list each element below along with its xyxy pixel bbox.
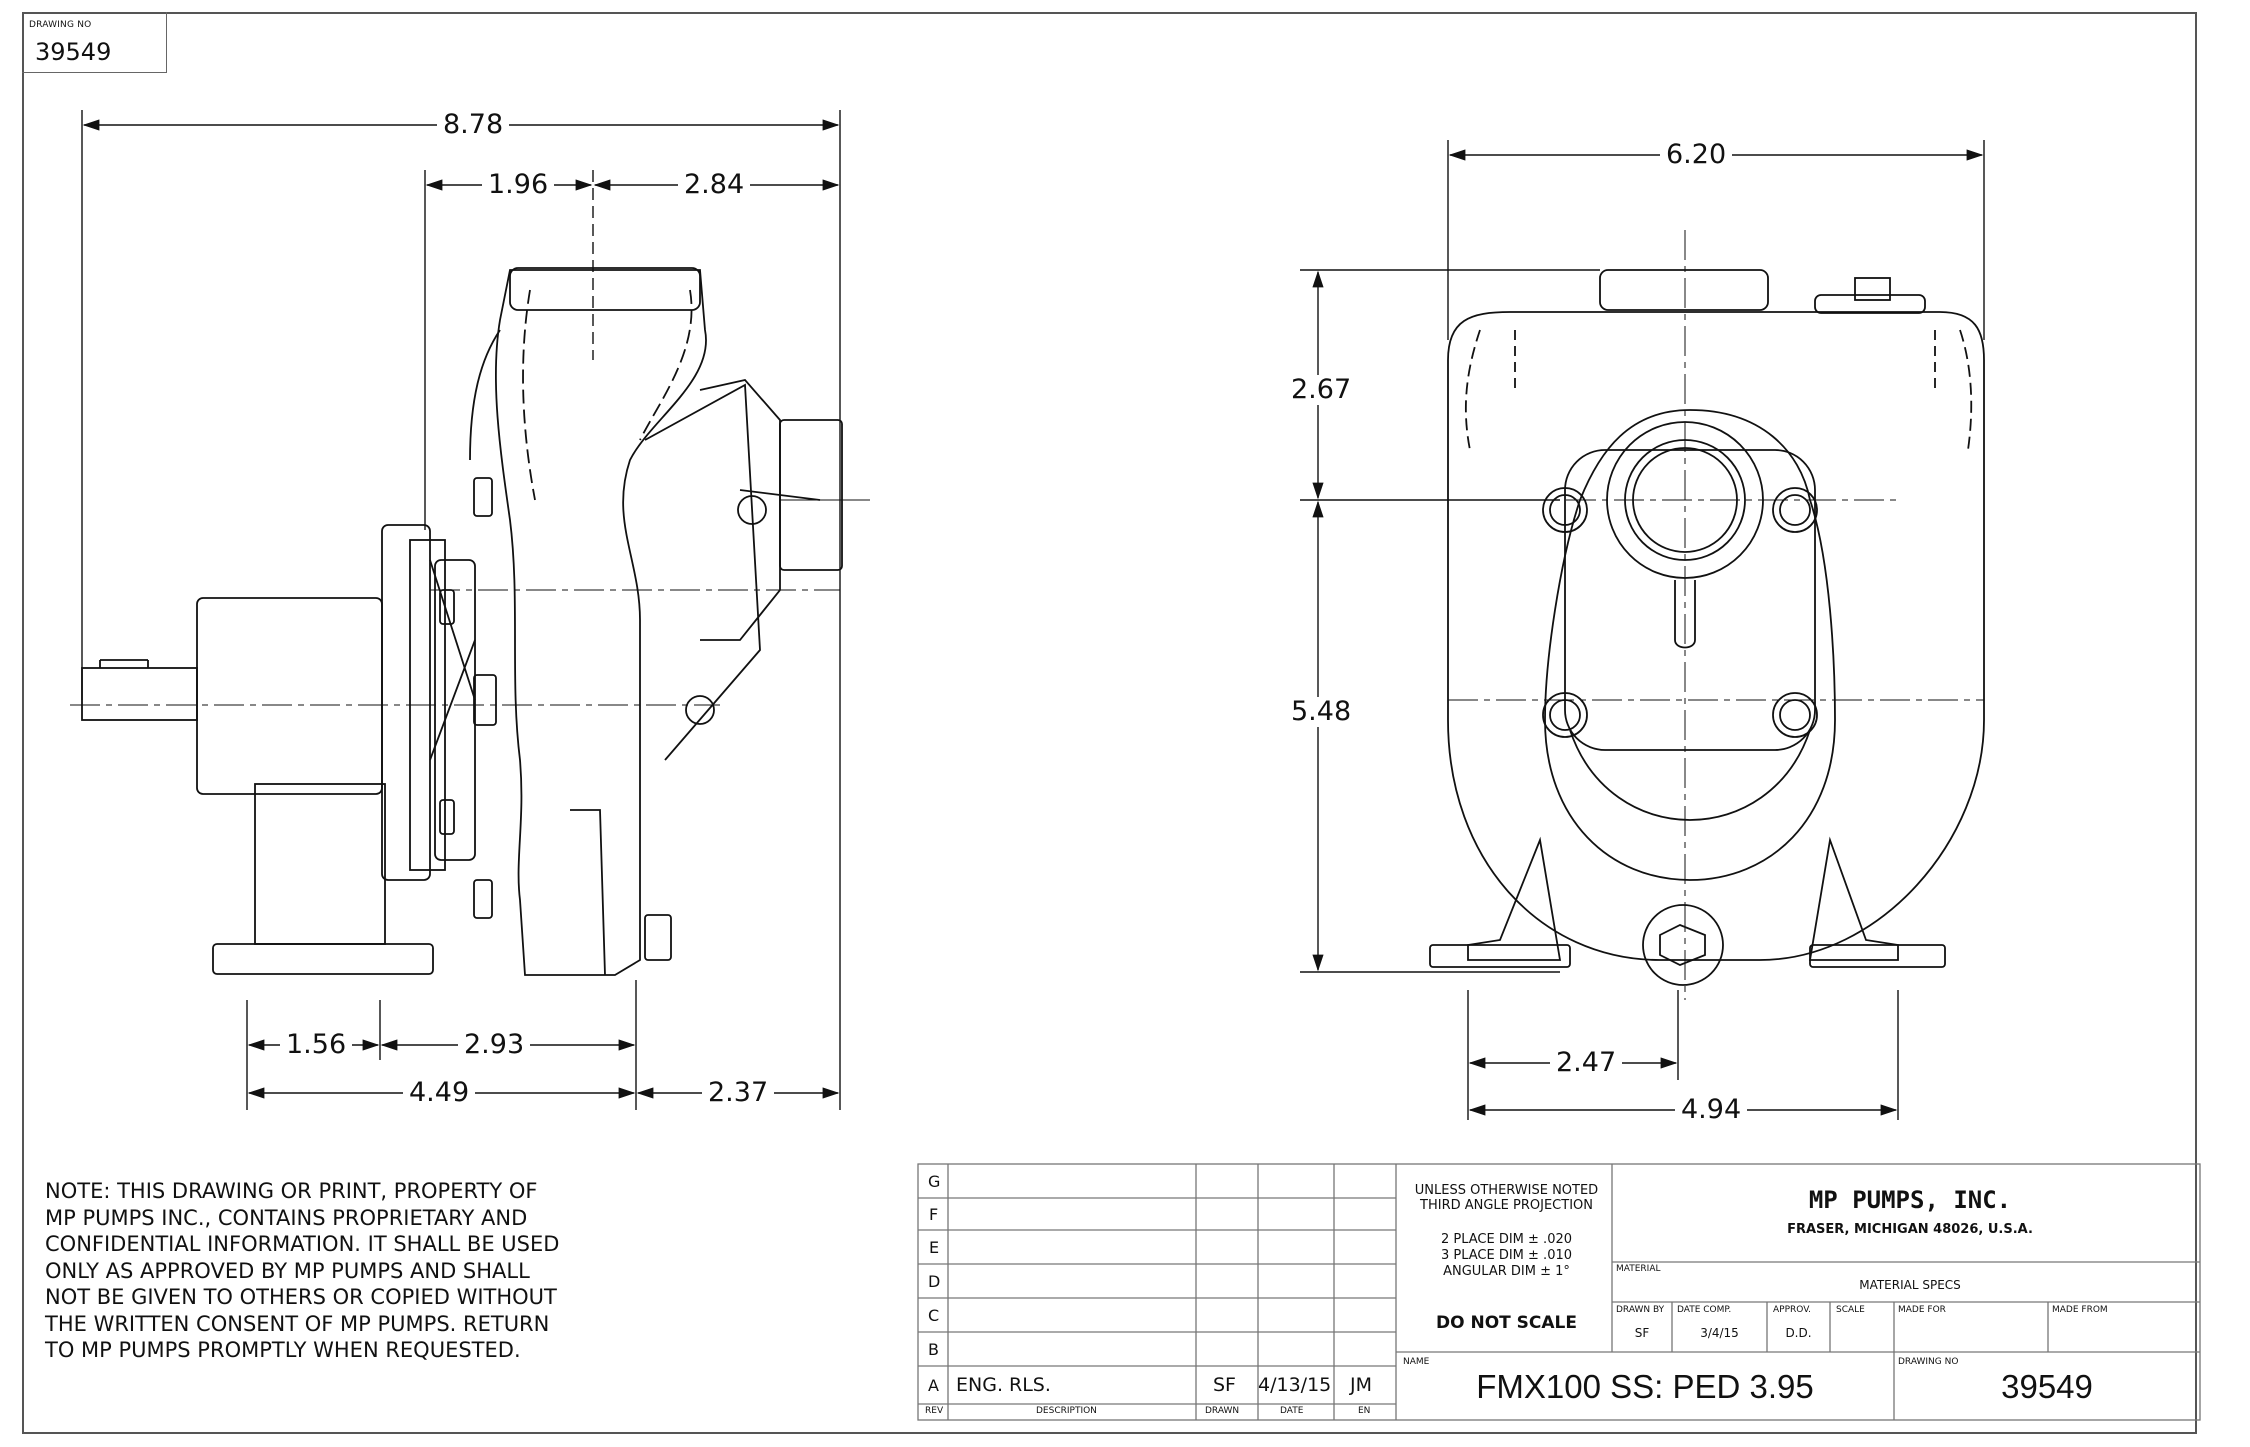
rev-header-drawn: DRAWN — [1205, 1406, 1240, 1416]
dim-side-bottom-1: 1.56 — [280, 1030, 353, 1060]
drawing-no-label: DRAWING NO — [1898, 1357, 1959, 1367]
dim-side-bottom-4: 2.37 — [702, 1078, 775, 1108]
drawing-border — [22, 12, 2197, 1434]
rev-a-date: 4/13/15 — [1258, 1374, 1332, 1396]
front-view-dimensions — [1300, 140, 1985, 1120]
scale-label: SCALE — [1836, 1305, 1865, 1315]
dim-front-bottom-1: 2.47 — [1550, 1048, 1623, 1078]
drawing-number-value: 39549 — [35, 38, 112, 66]
drawn-by-label: DRAWN BY — [1616, 1305, 1665, 1315]
title-block-grid — [917, 1163, 2201, 1421]
dim-side-bottom-3: 4.49 — [403, 1078, 476, 1108]
drawing-no-value: 39549 — [2001, 1368, 2093, 1405]
approv-label: APPROV. — [1773, 1305, 1812, 1315]
dim-front-upper-height: 2.67 — [1285, 375, 1358, 405]
dim-side-overall: 8.78 — [437, 110, 510, 140]
drawing-number-label: DRAWING NO — [29, 20, 92, 30]
dim-side-top-left: 1.96 — [482, 170, 555, 200]
rev-header-date: DATE — [1280, 1406, 1304, 1416]
made-from-label: MADE FROM — [2052, 1305, 2108, 1315]
company-name: MP PUMPS, INC. — [1808, 1186, 2012, 1214]
side-view-body — [70, 267, 870, 976]
part-name: FMX100 SS: PED 3.95 — [1476, 1368, 1814, 1405]
rev-header-en: EN — [1358, 1406, 1371, 1416]
rev-letter-a: A — [928, 1376, 939, 1395]
side-view-dimensions — [81, 110, 841, 1110]
proprietary-note: NOTE: THIS DRAWING OR PRINT, PROPERTY OF… — [45, 1179, 560, 1362]
dim-front-bottom-2: 4.94 — [1675, 1095, 1748, 1125]
rev-letter-d: D — [928, 1272, 941, 1291]
front-view-body — [1429, 230, 1985, 1000]
name-label: NAME — [1403, 1357, 1430, 1367]
do-not-scale: DO NOT SCALE — [1436, 1313, 1577, 1333]
rev-letter-g: G — [928, 1172, 941, 1191]
rev-header-description: DESCRIPTION — [1036, 1406, 1097, 1416]
tolerance-angular: ANGULAR DIM ± 1° — [1443, 1264, 1570, 1279]
dim-front-width: 6.20 — [1660, 140, 1733, 170]
drawn-by-value: SF — [1634, 1326, 1650, 1340]
material-label: MATERIAL — [1616, 1264, 1661, 1274]
dim-side-top-right: 2.84 — [678, 170, 751, 200]
rev-letter-c: C — [928, 1306, 940, 1325]
tolerance-3-place: 3 PLACE DIM ± .010 — [1440, 1248, 1573, 1263]
date-comp-value: 3/4/15 — [1700, 1326, 1739, 1340]
rev-letter-e: E — [929, 1238, 940, 1257]
rev-a-drawn: SF — [1213, 1374, 1236, 1396]
rev-a-en: JM — [1350, 1374, 1372, 1396]
made-for-label: MADE FOR — [1898, 1305, 1946, 1315]
date-comp-label: DATE COMP. — [1677, 1305, 1732, 1315]
drawing-number-box: DRAWING NO 39549 — [22, 12, 167, 73]
dim-side-bottom-2: 2.93 — [458, 1030, 531, 1060]
dim-front-lower-height: 5.48 — [1285, 697, 1358, 727]
material-value: MATERIAL SPECS — [1859, 1278, 1961, 1292]
rev-header-rev: REV — [925, 1406, 944, 1416]
rev-letter-f: F — [929, 1205, 939, 1224]
approv-value: D.D. — [1785, 1326, 1812, 1340]
tolerance-2-place: 2 PLACE DIM ± .020 — [1440, 1232, 1573, 1247]
company-address: FRASER, MICHIGAN 48026, U.S.A. — [1787, 1222, 2033, 1237]
tolerance-title: UNLESS OTHERWISE NOTED THIRD ANGLE PROJE… — [1414, 1183, 1599, 1213]
rev-letter-b: B — [928, 1340, 939, 1359]
rev-a-description: ENG. RLS. — [956, 1374, 1051, 1396]
